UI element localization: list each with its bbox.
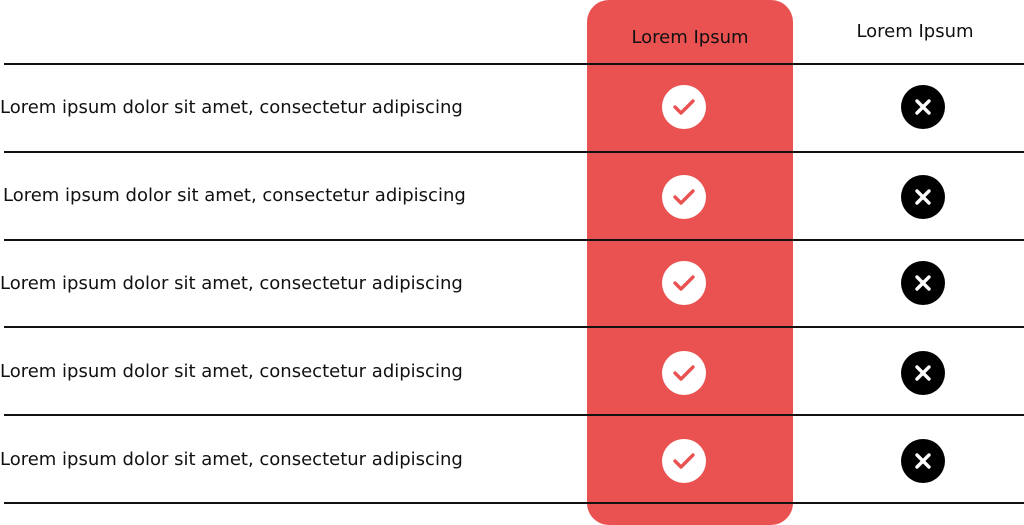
row-label: Lorem ipsum dolor sit amet, consectetur … [0,361,463,382]
row-divider [4,502,1024,504]
row-label: Lorem ipsum dolor sit amet, consectetur … [0,449,463,470]
column-header-highlighted: Lorem Ipsum [631,27,749,48]
cross-icon [901,85,945,129]
header-divider [4,63,1024,65]
check-icon [662,261,706,305]
cross-icon [901,261,945,305]
row-divider [4,151,1024,153]
cross-icon [901,439,945,483]
row-divider [4,326,1024,328]
column-header-secondary: Lorem Ipsum [856,21,974,42]
row-label: Lorem ipsum dolor sit amet, consectetur … [3,185,466,206]
check-icon [662,175,706,219]
check-icon [662,351,706,395]
check-icon [662,439,706,483]
check-icon [662,85,706,129]
row-divider [4,414,1024,416]
cross-icon [901,175,945,219]
cross-icon [901,351,945,395]
row-label: Lorem ipsum dolor sit amet, consectetur … [0,97,463,118]
row-divider [4,239,1024,241]
row-label: Lorem ipsum dolor sit amet, consectetur … [0,273,463,294]
